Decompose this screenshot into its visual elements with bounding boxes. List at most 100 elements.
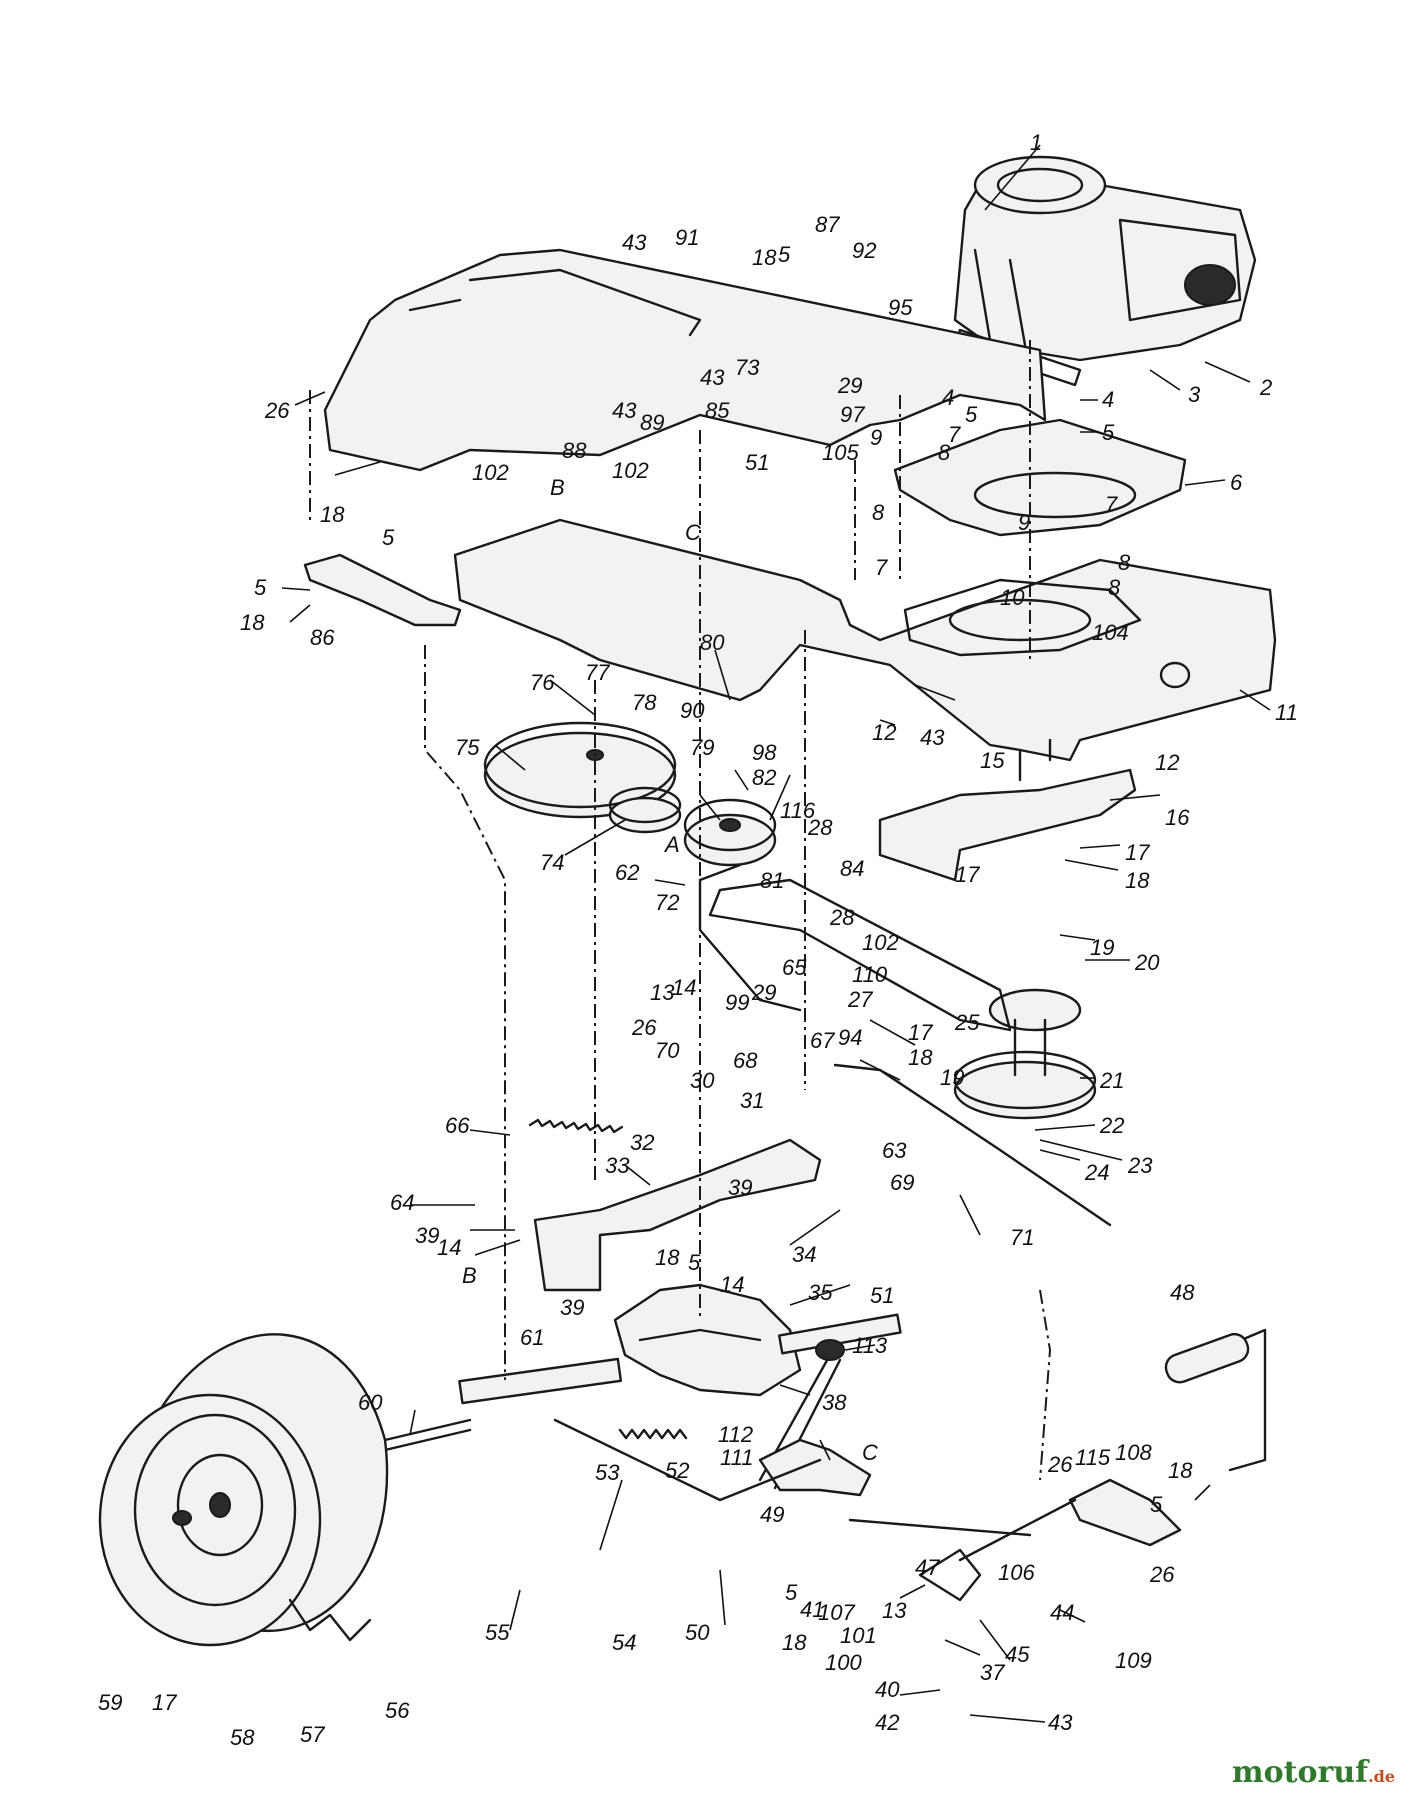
label-79: 79 <box>690 735 714 760</box>
rear-wheel <box>98 1333 389 1647</box>
label-52: 52 <box>665 1458 689 1483</box>
label-101: 101 <box>840 1623 877 1648</box>
label-5: 5 <box>688 1250 701 1275</box>
label-7: 7 <box>1105 492 1118 517</box>
bracket-33 <box>533 1138 822 1292</box>
label-11: 11 <box>1275 700 1298 725</box>
label-14: 14 <box>720 1272 744 1297</box>
transaxle <box>458 1283 902 1405</box>
label-63: 63 <box>882 1138 907 1163</box>
label-12: 12 <box>872 720 896 745</box>
label-88: 88 <box>562 438 587 463</box>
callouts: 1 2 3 4 5 4 5 5 5 5 5 5 5 6 7 7 7 8 8 8 … <box>98 130 1298 1750</box>
label-29: 29 <box>751 980 776 1005</box>
label-7: 7 <box>948 422 961 447</box>
label-17: 17 <box>1125 840 1150 865</box>
label-84: 84 <box>840 856 864 881</box>
label-18: 18 <box>320 502 345 527</box>
label-25: 25 <box>954 1010 980 1035</box>
label-31: 31 <box>740 1088 764 1113</box>
label-A: A <box>663 832 680 857</box>
label-39: 39 <box>560 1295 584 1320</box>
label-30: 30 <box>690 1068 715 1093</box>
label-97: 97 <box>840 402 865 427</box>
label-4: 4 <box>1102 387 1114 412</box>
label-19: 19 <box>940 1065 964 1090</box>
label-9: 9 <box>1018 510 1030 535</box>
rod-71 <box>833 1063 1112 1227</box>
bracket-49 <box>553 1418 872 1502</box>
label-26: 26 <box>264 398 290 423</box>
label-32: 32 <box>630 1130 654 1155</box>
label-13: 13 <box>650 980 675 1005</box>
label-1: 1 <box>1030 130 1042 155</box>
label-67: 67 <box>810 1028 835 1053</box>
label-99: 99 <box>725 990 749 1015</box>
label-19: 19 <box>1090 935 1114 960</box>
label-68: 68 <box>733 1048 758 1073</box>
spring-54 <box>618 1428 688 1440</box>
label-28: 28 <box>829 905 855 930</box>
pedal-assembly <box>848 1328 1267 1602</box>
label-59: 59 <box>98 1690 122 1715</box>
label-51: 51 <box>870 1283 894 1308</box>
label-43: 43 <box>920 725 945 750</box>
label-14: 14 <box>672 975 696 1000</box>
label-5: 5 <box>965 402 978 427</box>
label-2: 2 <box>1259 375 1272 400</box>
label-7: 7 <box>875 555 888 580</box>
label-89: 89 <box>640 410 664 435</box>
label-8: 8 <box>1118 550 1131 575</box>
label-75: 75 <box>455 735 480 760</box>
label-10: 10 <box>1000 585 1025 610</box>
label-102: 102 <box>612 458 649 483</box>
label-95: 95 <box>888 295 913 320</box>
label-86: 86 <box>310 625 335 650</box>
label-104: 104 <box>1092 620 1129 645</box>
label-17: 17 <box>955 862 980 887</box>
label-51: 51 <box>745 450 769 475</box>
label-98: 98 <box>752 740 777 765</box>
label-5: 5 <box>1102 420 1115 445</box>
label-6: 6 <box>1230 470 1243 495</box>
label-34: 34 <box>792 1242 816 1267</box>
label-17: 17 <box>152 1690 177 1715</box>
label-39: 39 <box>728 1175 752 1200</box>
label-13: 13 <box>882 1598 907 1623</box>
watermark-brand: motoruf <box>1231 1755 1369 1790</box>
label-18: 18 <box>655 1245 680 1270</box>
label-62: 62 <box>615 860 639 885</box>
label-26: 26 <box>1047 1452 1073 1477</box>
leader-lines <box>281 144 1271 1723</box>
label-43: 43 <box>1048 1710 1073 1735</box>
label-115: 115 <box>1075 1445 1111 1470</box>
pulley-75 <box>483 721 677 819</box>
spring-66 <box>528 1118 624 1134</box>
label-73: 73 <box>735 355 760 380</box>
label-23: 23 <box>1127 1153 1153 1178</box>
pulley-74 <box>608 786 682 834</box>
label-8: 8 <box>1108 575 1121 600</box>
label-113: 113 <box>852 1333 888 1358</box>
label-109: 109 <box>1115 1648 1152 1673</box>
bracket-16 <box>878 768 1137 882</box>
label-37: 37 <box>980 1660 1005 1685</box>
label-C: C <box>862 1440 878 1465</box>
label-102: 102 <box>472 460 509 485</box>
label-20: 20 <box>1134 950 1160 975</box>
label-72: 72 <box>655 890 679 915</box>
label-78: 78 <box>632 690 657 715</box>
watermark-logo: motoruf.de <box>1232 1755 1395 1790</box>
label-64: 64 <box>390 1190 414 1215</box>
label-27: 27 <box>847 987 873 1012</box>
label-5: 5 <box>785 1580 798 1605</box>
label-50: 50 <box>685 1620 710 1645</box>
label-38: 38 <box>822 1390 847 1415</box>
label-80: 80 <box>700 630 725 655</box>
label-B: B <box>462 1263 477 1288</box>
label-39: 39 <box>415 1223 439 1248</box>
label-16: 16 <box>1165 805 1190 830</box>
clutch-82 <box>683 798 777 867</box>
label-26: 26 <box>631 1015 657 1040</box>
